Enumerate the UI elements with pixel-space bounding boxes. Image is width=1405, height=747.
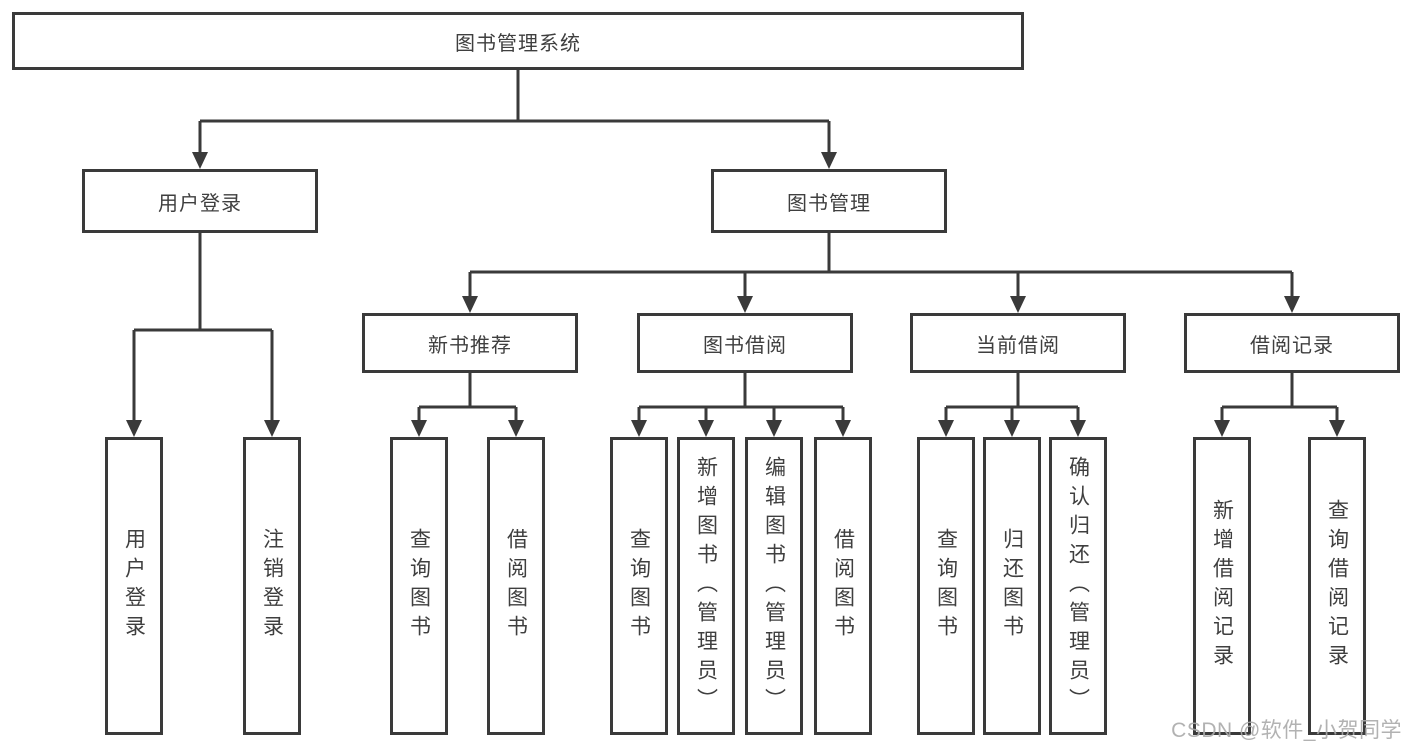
node-book-borrowing-label: 图书借阅 (703, 334, 787, 357)
leaf-user-login-label: 用户登录 (122, 528, 146, 644)
leaf-borrow-books-recommend-label: 借阅图书 (504, 528, 528, 644)
leaf-query-books-current: 查询图书 (917, 437, 975, 735)
leaf-query-books-recommend-label: 查询图书 (407, 528, 431, 644)
leaf-add-book-admin-label: 新增图书（管理员） (694, 455, 718, 717)
node-user-login: 用户登录 (82, 169, 318, 233)
leaf-edit-book-admin-label: 编辑图书（管理员） (762, 455, 786, 717)
node-borrowing-records: 借阅记录 (1184, 313, 1400, 373)
node-root-label: 图书管理系统 (455, 32, 581, 55)
leaf-add-borrow-record-label: 新增借阅记录 (1210, 499, 1234, 673)
leaf-query-books-borrowing: 查询图书 (610, 437, 668, 735)
leaf-query-books-recommend: 查询图书 (390, 437, 448, 735)
leaf-confirm-return-admin-label: 确认归还（管理员） (1066, 455, 1090, 717)
leaf-edit-book-admin: 编辑图书（管理员） (745, 437, 803, 735)
node-new-book-recommendation: 新书推荐 (362, 313, 578, 373)
node-book-borrowing: 图书借阅 (637, 313, 853, 373)
node-root: 图书管理系统 (12, 12, 1024, 70)
leaf-logout-label: 注销登录 (260, 528, 284, 644)
leaf-add-borrow-record: 新增借阅记录 (1193, 437, 1251, 735)
node-book-management-label: 图书管理 (787, 192, 871, 215)
node-current-borrowing: 当前借阅 (910, 313, 1126, 373)
node-new-book-recommendation-label: 新书推荐 (428, 334, 512, 357)
leaf-confirm-return-admin: 确认归还（管理员） (1049, 437, 1107, 735)
leaf-logout: 注销登录 (243, 437, 301, 735)
leaf-query-books-borrowing-label: 查询图书 (627, 528, 651, 644)
leaf-user-login: 用户登录 (105, 437, 163, 735)
node-borrowing-records-label: 借阅记录 (1250, 334, 1334, 357)
leaf-return-books: 归还图书 (983, 437, 1041, 735)
leaf-query-books-current-label: 查询图书 (934, 528, 958, 644)
leaf-add-book-admin: 新增图书（管理员） (677, 437, 735, 735)
leaf-borrow-books-recommend: 借阅图书 (487, 437, 545, 735)
node-current-borrowing-label: 当前借阅 (976, 334, 1060, 357)
leaf-query-borrow-record-label: 查询借阅记录 (1325, 499, 1349, 673)
leaf-query-borrow-record: 查询借阅记录 (1308, 437, 1366, 735)
watermark: CSDN @软件_小贺同学 (1171, 719, 1402, 742)
leaf-borrow-books-borrowing: 借阅图书 (814, 437, 872, 735)
leaf-borrow-books-borrowing-label: 借阅图书 (831, 528, 855, 644)
node-user-login-label: 用户登录 (158, 192, 242, 215)
node-book-management: 图书管理 (711, 169, 947, 233)
leaf-return-books-label: 归还图书 (1000, 528, 1024, 644)
